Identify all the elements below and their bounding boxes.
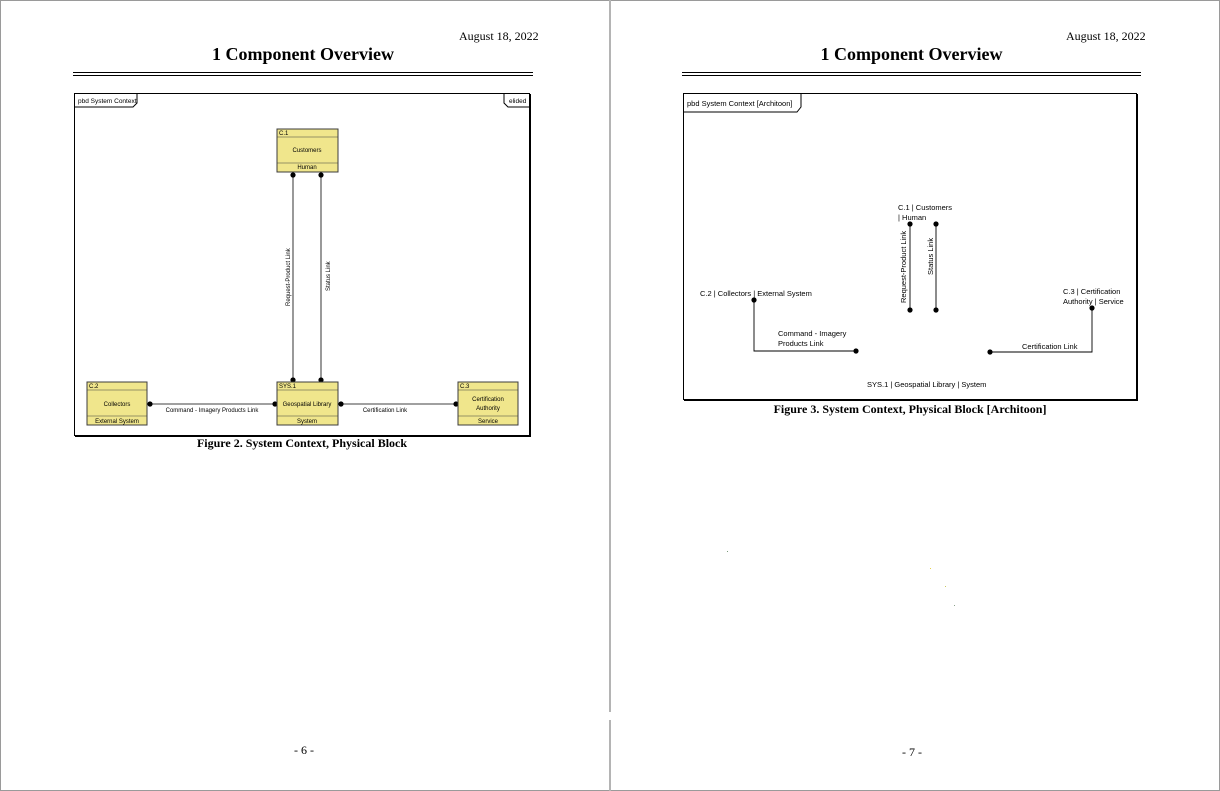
block-name: Certification	[472, 397, 504, 403]
customers-block: C.1 Customers Human	[276, 128, 339, 173]
command-imagery-link-line	[753, 300, 856, 352]
certification-label-line2: Authority | Service	[1063, 297, 1124, 306]
port-dot	[933, 221, 939, 227]
page-heading: 1 Component Overview	[820, 44, 1003, 64]
request-product-link-label: Request-Product Link	[899, 231, 908, 303]
figure-caption: Figure 3. System Context, Physical Block…	[773, 402, 1047, 416]
block-stereotype: Service	[478, 419, 499, 425]
certification-link-line	[990, 308, 1093, 353]
block-stereotype: External System	[95, 419, 139, 425]
page-heading: 1 Component Overview	[212, 44, 394, 64]
page-date: August 18, 2022	[1066, 29, 1146, 43]
customers-label-line2: | Human	[898, 213, 926, 222]
port-dot	[147, 401, 153, 407]
scan-speck	[954, 605, 955, 606]
certification-link-label: Certification Link	[363, 408, 408, 414]
port-dot	[907, 221, 913, 227]
document-page-6: August 18, 2022 1 Component Overview pbd…	[0, 0, 610, 791]
port-dot	[907, 307, 913, 313]
port-dot	[338, 401, 344, 407]
scan-speck	[945, 586, 946, 587]
block-id: C.2	[89, 384, 99, 390]
block-id: C.3	[460, 384, 470, 390]
page-date: August 18, 2022	[459, 29, 539, 43]
customers-label: C.1 | Customers	[898, 203, 952, 212]
block-name: Customers	[292, 148, 321, 154]
port-dot	[272, 401, 278, 407]
block-name: Geospatial Library	[283, 402, 332, 408]
corner-tag-box	[503, 94, 529, 108]
port-dot	[751, 297, 757, 303]
port-dot	[453, 401, 459, 407]
heading-rule	[682, 72, 1141, 76]
collectors-label: C.2 | Collectors | External System	[700, 289, 812, 298]
block-stereotype: Human	[297, 165, 316, 171]
collectors-block: C.2 Collectors External System	[86, 381, 148, 426]
block-id: C.1	[279, 131, 289, 137]
command-imagery-link-label-line2: Products Link	[778, 339, 824, 348]
command-imagery-link-label: Command - Imagery Products Link	[166, 408, 260, 414]
request-product-link-label: Request-Product Link	[286, 247, 292, 306]
certification-link-label: Certification Link	[1022, 342, 1078, 351]
diagram-frame: pbd System Context elided Request-Produc…	[74, 93, 530, 436]
geospatial-library-label: SYS.1 | Geospatial Library | System	[867, 380, 986, 389]
port-dot	[290, 172, 296, 178]
port-dot	[318, 172, 324, 178]
frame-label: pbd System Context [Architoon]	[687, 99, 792, 108]
port-dot	[987, 349, 993, 355]
document-page-7: August 18, 2022 1 Component Overview pbd…	[611, 0, 1220, 791]
figure-caption: Figure 2. System Context, Physical Block	[196, 436, 408, 450]
port-dot	[290, 377, 296, 383]
frame-label-tab	[684, 94, 802, 113]
port-dot	[933, 307, 939, 313]
port-dot	[318, 377, 324, 383]
page-number: - 7 -	[902, 745, 922, 759]
block-name: Collectors	[104, 402, 131, 408]
page-divider	[609, 0, 611, 791]
certification-label: C.3 | Certification	[1063, 287, 1120, 296]
frame-label-tab	[75, 94, 138, 108]
heading-rule	[73, 72, 533, 76]
certification-authority-block: C.3 Certification Authority Service	[457, 381, 519, 426]
architoon-context-diagram: pbd System Context [Architoon] C.1 | Cus…	[684, 94, 1124, 389]
block-stereotype: System	[297, 419, 317, 425]
status-link-label: Status Link	[326, 260, 332, 291]
frame-label: pbd System Context	[78, 98, 137, 105]
scan-speck	[930, 568, 931, 569]
geospatial-library-block: SYS.1 Geospatial Library System	[276, 381, 339, 426]
scan-speck	[727, 551, 728, 552]
command-imagery-link-label: Command - Imagery	[778, 329, 847, 338]
block-id: SYS.1	[279, 384, 297, 390]
system-context-diagram: pbd System Context elided Request-Produc…	[75, 94, 529, 426]
status-link-label: Status Link	[926, 238, 935, 275]
port-dot	[1089, 305, 1095, 311]
corner-tag: elided	[509, 98, 527, 105]
page-divider-gap	[609, 712, 611, 720]
page-number: - 6 -	[294, 743, 314, 757]
port-dot	[853, 348, 859, 354]
diagram-frame: pbd System Context [Architoon] C.1 | Cus…	[683, 93, 1137, 400]
block-name-line2: Authority	[476, 406, 500, 412]
